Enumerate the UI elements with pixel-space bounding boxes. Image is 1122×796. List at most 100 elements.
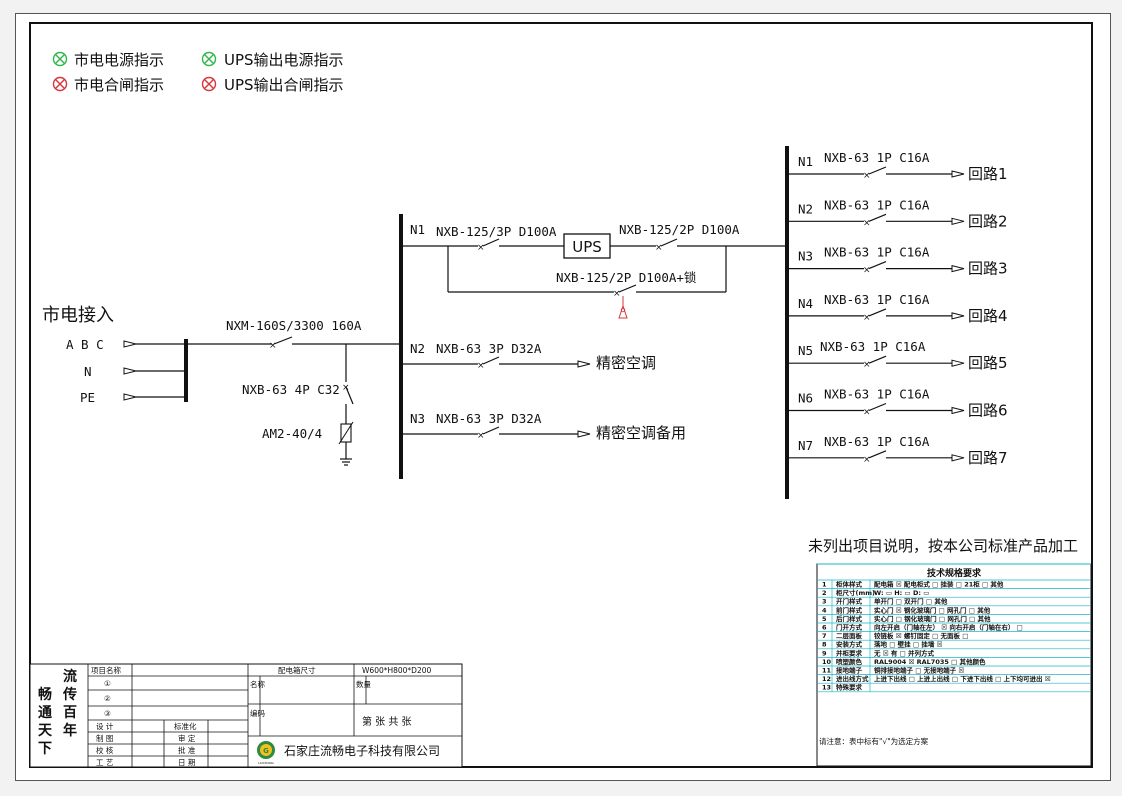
circuit-id: N6 <box>798 391 813 406</box>
item-2: ② <box>104 694 111 703</box>
circuit-id: N5 <box>798 343 813 358</box>
tech-spec-title: 技术规格要求 <box>927 567 982 579</box>
spec-row-number: 3 <box>822 598 827 606</box>
n3-switch-icon: × <box>477 426 500 441</box>
spec-row-number: 8 <box>822 641 827 649</box>
check-label: 校 核 <box>96 745 114 755</box>
box-size-value: W600*H800*D200 <box>362 666 432 675</box>
output-arrow-icon <box>577 430 591 438</box>
circuit-switch-icon: × <box>863 402 887 418</box>
spec-row-name: 特殊要求 <box>836 683 863 692</box>
spec-row-number: 12 <box>822 675 831 683</box>
svg-text:×: × <box>863 218 871 228</box>
circuit-load-label: 回路7 <box>968 449 1008 467</box>
terminal-arrow-icon <box>123 340 137 348</box>
output-arrow-icon <box>951 312 965 320</box>
title-block: 畅通天下 流传百年 项目名称 ① ② ③ 设 计 制 图 校 核 工 艺 <box>29 663 463 768</box>
design-label: 设 计 <box>96 721 114 731</box>
spec-row-options: 铜排接地端子 □ 无接地端子 ☒ <box>874 666 964 675</box>
circuit-breaker-label: NXB-63 1P C16A <box>824 292 930 307</box>
terminal-arrow-icon <box>123 367 137 375</box>
circuit-breaker-label: NXB-63 1P C16A <box>824 197 930 212</box>
lock-icon <box>618 296 628 319</box>
spec-row-name: 喷塑颜色 <box>836 657 863 666</box>
spec-row-options: 实心门 □ 钢化玻璃门 □ 网孔门 □ 其他 <box>874 614 991 623</box>
mains-input: 市电接入 A B C N PE NXM-160S/3300 160A × NXB… <box>42 305 399 466</box>
svg-text:LIUCHANG: LIUCHANG <box>258 761 274 765</box>
spec-row-name: 门开方式 <box>836 623 863 632</box>
red-indicator-icon <box>52 76 68 92</box>
circuit-load-label: 回路4 <box>968 307 1008 325</box>
n1-label: N1 <box>410 222 425 237</box>
svg-text:×: × <box>863 360 871 370</box>
svg-text:×: × <box>863 313 871 323</box>
process-label: 工 艺 <box>96 758 113 767</box>
output-arrow-icon <box>951 170 965 178</box>
output-arrow-icon <box>577 360 591 368</box>
circuit-id: N2 <box>798 201 813 216</box>
spec-row-number: 4 <box>822 606 827 614</box>
spec-row-options: 向左开启（门轴在左） ☒ 向右开启（门轴在右） □ <box>874 623 1023 632</box>
spec-row-options: 单开门 □ 双开门 □ 其他 <box>874 597 948 606</box>
circuit-load-label: 回路6 <box>968 402 1008 420</box>
phase-label: A B C <box>66 337 104 352</box>
main-breaker-switch-icon: × <box>269 336 293 351</box>
svg-text:×: × <box>269 341 277 351</box>
spec-row-options: 铰链板 ☒ 螺钉固定 □ 无面板 □ <box>873 631 968 640</box>
n1-breaker-in-switch-icon: × <box>477 238 500 253</box>
sheet-number: 第 张 共 张 <box>362 715 412 728</box>
spd-breaker-switch-icon: × <box>342 383 354 405</box>
svg-text:×: × <box>863 408 871 418</box>
bypass-breaker-switch-icon: × <box>613 284 637 299</box>
spec-row: 12 进出线方式上进下出线 □ 上进上出线 □ 下进下出线 □ 上下均可进出 ☒ <box>817 674 1091 683</box>
spec-row-options: W: ▭ H: ▭ D: ▭ <box>874 589 929 597</box>
spec-row-options: 上进下出线 □ 上进上出线 □ 下进下出线 □ 上下均可进出 ☒ <box>874 674 1051 683</box>
spec-row-name: 柜尺寸(mm) <box>835 588 875 597</box>
date-label: 日 期 <box>178 758 195 767</box>
svg-text:×: × <box>655 243 663 253</box>
n2-breaker-label: NXB-63 3P D32A <box>436 341 542 356</box>
n1-breaker-out-label: NXB-125/2P D100A <box>619 222 740 237</box>
spec-row-number: 1 <box>822 581 827 589</box>
spec-row-name: 二层面板 <box>836 631 863 640</box>
standardize-label: 标准化 <box>174 721 197 731</box>
mains-input-title: 市电接入 <box>42 305 114 326</box>
spec-row-number: 11 <box>822 667 832 675</box>
svg-text:×: × <box>863 455 871 465</box>
circuit-load-label: 回路5 <box>968 354 1008 372</box>
circuit-load-label: 回路1 <box>968 165 1008 183</box>
output-arrow-icon <box>951 359 965 367</box>
spec-row-name: 并柜要求 <box>836 648 863 657</box>
code-label: 编码 <box>250 708 265 718</box>
spec-row-name: 进出线方式 <box>836 674 869 683</box>
spec-row-number: 6 <box>822 624 827 632</box>
n2-load-label: 精密空调 <box>596 354 656 372</box>
qty-label: 数量 <box>356 679 371 689</box>
n2-switch-icon: × <box>477 356 500 371</box>
output-circuit-2: N2 NXB-63 1P C16A × 回路2 <box>787 197 1008 230</box>
green-indicator-icon <box>52 51 68 67</box>
circuit-load-label: 回路3 <box>968 260 1008 278</box>
circuit-switch-icon: × <box>863 166 887 181</box>
output-arrow-icon <box>951 406 965 415</box>
n3-label: N3 <box>410 411 425 426</box>
draw-label: 制 图 <box>96 733 113 743</box>
spec-row-name: 后门样式 <box>836 614 863 623</box>
svg-text:G: G <box>263 747 269 755</box>
legend-ups-output-power: UPS输出电源指示 <box>224 51 344 69</box>
svg-text:×: × <box>477 431 485 441</box>
note-text: 未列出项目说明，按本公司标准产品加工 <box>808 537 1078 555</box>
svg-text:×: × <box>477 361 485 371</box>
circuit-load-label: 回路2 <box>968 212 1008 230</box>
ups-label: UPS <box>572 238 602 256</box>
company-logo: G LIUCHANG <box>257 741 275 765</box>
